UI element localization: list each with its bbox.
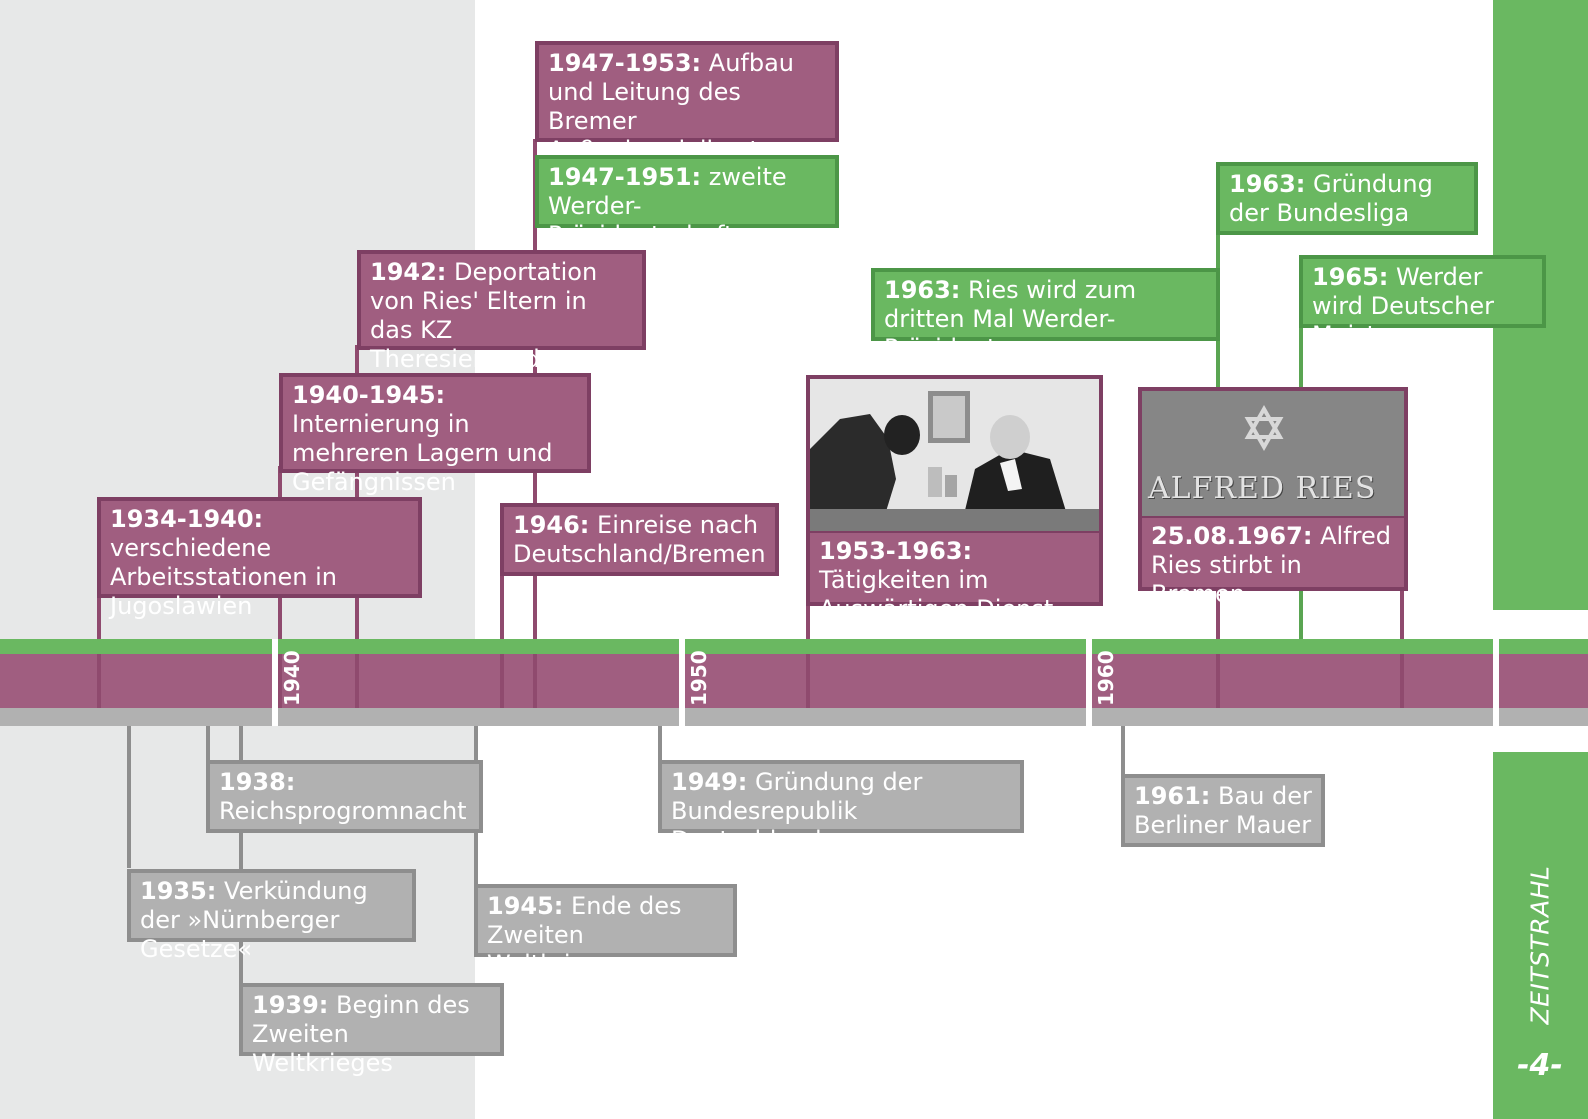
decade-divider (679, 639, 685, 726)
side-bar-bottom (1493, 752, 1588, 1119)
connector (1121, 708, 1125, 774)
star-of-david-icon (1244, 404, 1284, 439)
connector (206, 708, 210, 780)
connector (239, 708, 243, 984)
connector (806, 654, 810, 708)
decade-divider (1493, 639, 1499, 726)
event-box-1967: 25.08.1967: Alfred Ries stirbt in Bremen (1138, 518, 1408, 608)
timeline-gray-band (0, 708, 1588, 726)
event-box-1947-1953: 1947-1953: Aufbau und Leitung des Bremer… (535, 41, 839, 164)
event-box-1945: 1945: Ende des Zweiten Weltkrieges (474, 884, 737, 978)
connector (355, 654, 359, 708)
event-box-1946: 1946: Einreise nach Deutschland/Bremen (500, 503, 779, 576)
event-box-1965: 1965: Werder wird Deutscher Meister (1299, 255, 1546, 349)
connector (127, 708, 131, 868)
event-box-1953-1963: 1953-1963: Tätigkeiten im Auswärtigen Di… (806, 533, 1103, 623)
photo-diplomats (806, 375, 1103, 535)
plaque-text: ALFRED RIES (1148, 471, 1377, 506)
event-box-1949: 1949: Gründung der Bundesrepublik Deutsc… (658, 760, 1024, 854)
connector (533, 654, 537, 708)
event-box-1942: 1942: Deportation von Ries' Eltern in da… (357, 250, 646, 373)
timeline-purple-band (0, 654, 1588, 708)
page-number: -4- (1517, 1048, 1563, 1083)
decade-label: 1940 (280, 650, 304, 706)
connector (278, 654, 282, 708)
connector (1400, 654, 1404, 708)
connector (500, 654, 504, 708)
side-title: ZEITSTRAHL (1525, 865, 1555, 1025)
connector (1216, 654, 1220, 708)
decade-divider (1086, 639, 1092, 726)
photo-illustration (810, 379, 1099, 531)
decade-label: 1950 (687, 650, 711, 706)
decade-label: 1960 (1094, 650, 1118, 706)
event-box-1947-1951: 1947-1951: zweite Werder-Präsidentschaft (535, 155, 839, 249)
event-box-1963-bundesliga: 1963: Gründung der Bundesliga (1216, 162, 1478, 235)
timeline-green-band (0, 639, 1588, 654)
event-box-1939: 1939: Beginn des Zweiten Weltkrieges (239, 983, 504, 1077)
event-box-1938: 1938: Reichsprogromnacht (206, 760, 483, 833)
event-box-1934-1940: 1934-1940: verschiedene Arbeitsstationen… (97, 497, 422, 620)
event-box-1963-praesident: 1963: Ries wird zum dritten Mal Werder-P… (871, 268, 1220, 362)
decade-divider (272, 639, 278, 726)
event-box-1935: 1935: Verkündung der »Nürnberger Gesetze… (127, 869, 416, 963)
event-box-1961: 1961: Bau der Berliner Mauer (1121, 774, 1325, 847)
photo-grave-plaque: ALFRED RIES (1138, 387, 1408, 520)
connector (658, 708, 662, 760)
connector (97, 654, 101, 708)
connector (500, 565, 504, 708)
event-box-1940-1945: 1940-1945: Internierung in mehreren Lage… (279, 373, 591, 496)
plaque-illustration (1142, 391, 1404, 516)
